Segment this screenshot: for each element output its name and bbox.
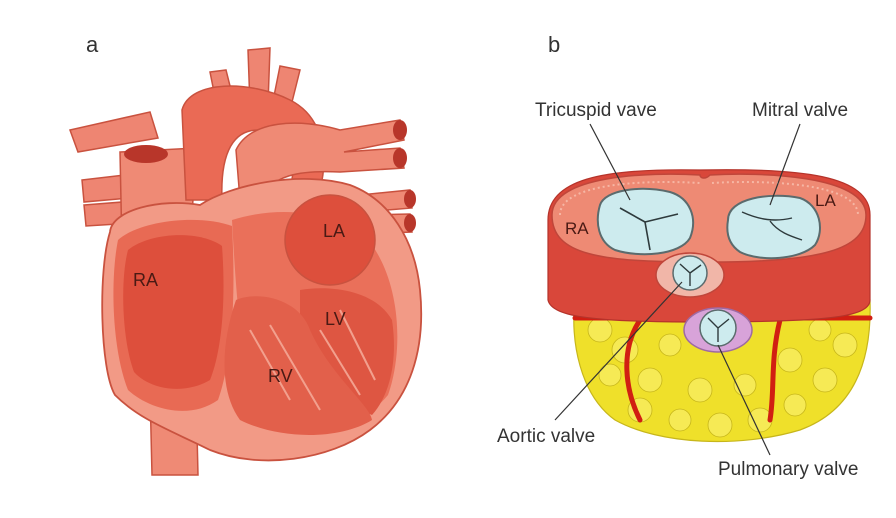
- panel-a-letter: a: [86, 32, 99, 57]
- label-b-ra: RA: [565, 219, 589, 238]
- label-ra: RA: [133, 270, 158, 290]
- label-tricuspid-valve: Tricuspid vave: [535, 100, 657, 121]
- label-aortic-valve: Aortic valve: [497, 426, 595, 447]
- aortic-valve: [656, 253, 724, 297]
- label-mitral-valve: Mitral valve: [752, 100, 848, 121]
- label-rv: RV: [268, 366, 293, 386]
- label-b-la: LA: [815, 191, 836, 210]
- mitral-valve: [727, 196, 820, 258]
- label-la: LA: [323, 221, 345, 241]
- label-lv: LV: [325, 309, 346, 329]
- panel-b-letter: b: [548, 32, 560, 57]
- panel-b: b: [497, 32, 870, 480]
- tricuspid-valve: [598, 189, 693, 254]
- panel-a: a: [70, 32, 421, 475]
- right-atrium: [123, 235, 223, 389]
- label-pulmonary-valve: Pulmonary valve: [718, 459, 858, 480]
